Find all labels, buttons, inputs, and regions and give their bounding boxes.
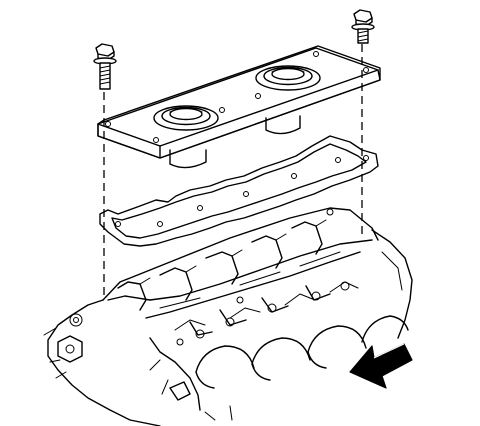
arrow-left-down-icon [349,343,413,389]
bolt-left [93,43,117,90]
alignment-lines [103,44,363,300]
bolt-icon [93,43,117,90]
valley-cover-gasket [99,135,379,247]
bolt-right [351,9,375,44]
valley-cover [97,45,381,169]
bolt-icon [351,9,375,44]
engine-block [43,207,413,426]
